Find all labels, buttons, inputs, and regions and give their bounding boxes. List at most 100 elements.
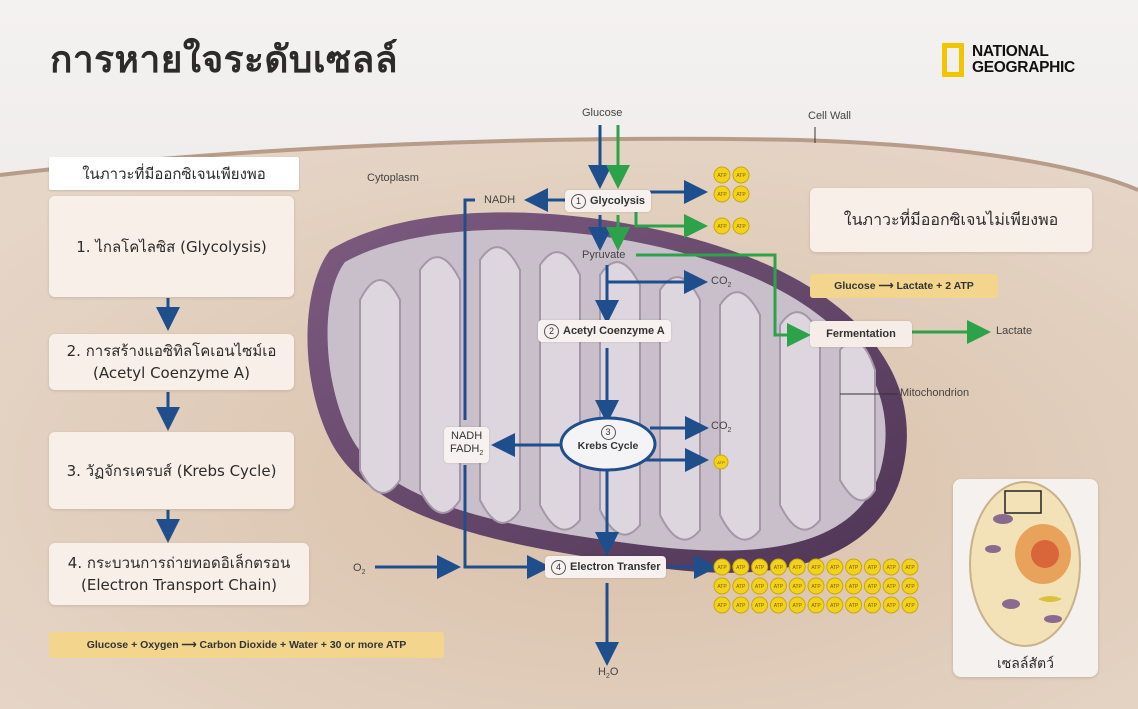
atp-coin [882, 558, 900, 576]
logo-frame-icon [942, 43, 964, 77]
atp-coin-label: ATP [736, 603, 746, 609]
glucose-label: Glucose [582, 107, 623, 119]
logo-line-1: NATIONAL [972, 43, 1049, 60]
step-3-label: 3. วัฏจักรเครบส์ (Krebs Cycle) [66, 461, 277, 480]
atp-coin [863, 596, 881, 614]
co2-label-1: CO2 [711, 275, 732, 290]
atp-coin-label: ATP [717, 173, 727, 179]
atp-coin [882, 577, 900, 595]
animal-cell-illustration [969, 481, 1081, 647]
atp-coin-label: ATP [849, 603, 859, 609]
atp-coin [713, 217, 731, 235]
step-2-label: 2. การสร้างแอซิทิลโคเอนไซม์เอ [66, 342, 277, 360]
pyruvate-label: Pyruvate [582, 249, 626, 261]
atp-coin-label: ATP [774, 565, 784, 571]
step-krebs: 3. วัฏจักรเครบส์ (Krebs Cycle) [49, 432, 294, 509]
atp-coin [882, 596, 900, 614]
atp-coin-label: ATP [830, 565, 840, 571]
h2o-label: H2O [598, 666, 619, 681]
krebs-ellipse [559, 416, 657, 472]
atp-coin [713, 577, 731, 595]
step-4-sub: (Electron Transport Chain) [81, 576, 277, 594]
step-electron: 4. กระบวนการถ่ายทอดอิเล็กตรอน (Electron … [49, 543, 309, 605]
animal-cell-caption: เซลล์สัตว์ [997, 656, 1054, 672]
atp-coin-label: ATP [887, 565, 897, 571]
atp-coin-label: ATP [830, 584, 840, 590]
atp-coin-label: ATP [793, 565, 803, 571]
atp-coin [826, 577, 844, 595]
atp-coin [751, 596, 769, 614]
atp-coin [845, 577, 863, 595]
atp-coin [807, 596, 825, 614]
atp-coin [769, 577, 787, 595]
atp-coin [826, 558, 844, 576]
atp-coin [863, 558, 881, 576]
atp-coin [901, 558, 919, 576]
atp-coin [713, 596, 731, 614]
atp-coin [769, 558, 787, 576]
atp-coin-label: ATP [849, 565, 859, 571]
atp-coin [732, 596, 750, 614]
atp-coin [732, 217, 750, 235]
atp-coin-label: ATP [755, 603, 765, 609]
co2-label-2: CO2 [711, 420, 732, 435]
atp-coin [863, 577, 881, 595]
atp-coin-label: ATP [717, 565, 727, 571]
atp-coin-label: ATP [905, 584, 915, 590]
atp-coin [845, 558, 863, 576]
atp-coin [732, 577, 750, 595]
step-4-label: 4. กระบวนการถ่ายทอดอิเล็กตรอน [67, 554, 291, 572]
atp-coin [751, 558, 769, 576]
logo-line-2: GEOGRAPHIC [972, 59, 1075, 76]
atp-coin-label: ATP [774, 603, 784, 609]
atp-coin [713, 166, 731, 184]
atp-coin [845, 596, 863, 614]
atp-coin [713, 185, 731, 203]
atp-coin [788, 558, 806, 576]
atp-coin [901, 596, 919, 614]
atp-coin-label: ATP [717, 603, 727, 609]
atp-coin [807, 577, 825, 595]
atp-coin-label: ATP [717, 460, 725, 465]
cell-wall-label: Cell Wall [808, 110, 851, 122]
anaerobic-formula: Glucose ⟶ Lactate + 2 ATP [810, 274, 998, 298]
nadh-fadh-box: NADH FADH2 [444, 427, 490, 463]
atp-coin-label: ATP [849, 584, 859, 590]
mitochondrion-label: Mitochondrion [900, 387, 970, 399]
atp-coin-label: ATP [755, 584, 765, 590]
atp-coin-label: ATP [717, 224, 727, 230]
atp-coin-label: ATP [811, 603, 821, 609]
atp-coin [751, 577, 769, 595]
atp-coin-label: ATP [736, 584, 746, 590]
atp-coin [788, 596, 806, 614]
step-1-label: 1. ไกลโคไลซิส (Glycolysis) [76, 237, 267, 256]
atp-coin-label: ATP [774, 584, 784, 590]
atp-coin [713, 558, 731, 576]
atp-coin [807, 558, 825, 576]
atp-coin-label: ATP [905, 565, 915, 571]
aerobic-formula: Glucose + Oxygen ⟶ Carbon Dioxide + Wate… [49, 632, 444, 658]
atp-coin-label: ATP [811, 584, 821, 590]
atp-coin-label: ATP [755, 565, 765, 571]
atp-coin-label: ATP [736, 565, 746, 571]
atp-electron: ATP ATP ATP ATP ATP ATP ATP ATP ATP ATP ATP ATP ATP A… [713, 558, 919, 614]
atp-coin-label: ATP [717, 584, 727, 590]
o2-label: O2 [353, 562, 366, 577]
atp-coin-label: ATP [793, 603, 803, 609]
atp-coin [732, 558, 750, 576]
atp-coin-label: ATP [717, 192, 727, 198]
atp-coin-label: ATP [887, 603, 897, 609]
atp-coin-label: ATP [887, 584, 897, 590]
anaerobic-header: ในภาวะที่มีออกซิเจนไม่เพียงพอ [810, 188, 1092, 252]
atp-coin-label: ATP [830, 603, 840, 609]
atp-coin [826, 596, 844, 614]
atp-coin [769, 596, 787, 614]
lactate-label: Lactate [996, 325, 1033, 337]
nadh-label: NADH [484, 194, 516, 206]
atp-coin [788, 577, 806, 595]
atp-coin-label: ATP [868, 565, 878, 571]
